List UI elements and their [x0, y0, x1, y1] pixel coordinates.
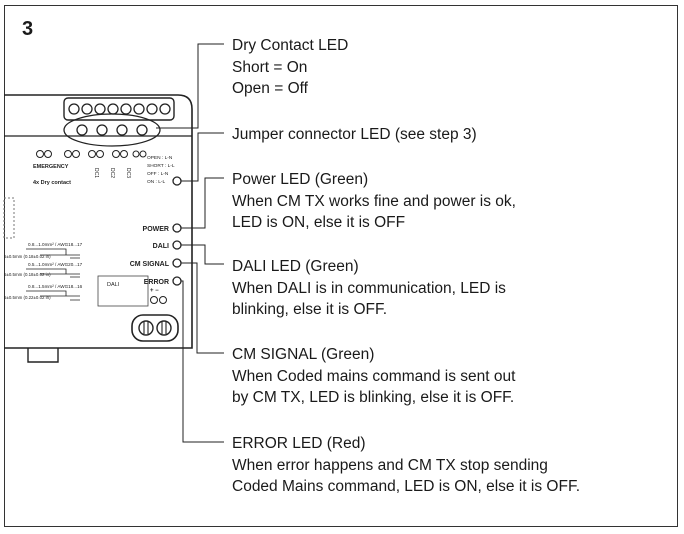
dry-contact-led — [76, 124, 88, 136]
callout-power-title: Power LED (Green) — [232, 171, 369, 188]
leader-dry-contact — [156, 43, 224, 129]
callout-dry-contact: Dry Contact LED Short = On Open = Off — [232, 35, 348, 100]
leader-power — [181, 177, 224, 229]
cm-signal-led — [172, 258, 182, 268]
callout-jumper: Jumper connector LED (see step 3) — [232, 124, 477, 146]
callout-cm-signal-line: by CM TX, LED is blinking, else it is OF… — [232, 389, 515, 406]
jumper-led — [172, 176, 182, 186]
callout-error-title: ERROR LED (Red) — [232, 435, 366, 452]
terminal-block — [63, 97, 175, 121]
callout-power: Power LED (Green) When CM TX works fine … — [232, 169, 516, 234]
callout-cm-signal: CM SIGNAL (Green) When Coded mains comma… — [232, 344, 515, 409]
screw — [138, 320, 154, 336]
error-led-label: ERROR — [144, 279, 169, 286]
leader-error — [181, 280, 224, 443]
mode-short-label: SHORT : L-L — [147, 163, 175, 169]
housing-foot — [27, 348, 59, 363]
dry-contact-led — [96, 124, 108, 136]
callout-error-line: When error happens and CM TX stop sendin… — [232, 456, 548, 474]
terminal-hole — [133, 103, 145, 115]
wire-strip-3: 5±0.5mm (0.22±0.02 in) — [4, 295, 51, 300]
dry-contact-highlight — [63, 113, 161, 147]
callout-error: ERROR LED (Red) When error happens and C… — [232, 433, 580, 498]
jumper-connectors — [36, 150, 147, 158]
error-led — [172, 276, 182, 286]
callout-cm-signal-title: CM SIGNAL (Green) — [232, 346, 375, 363]
dc1-label: DC1 — [93, 168, 99, 178]
emergency-label: EMERGENCY — [33, 164, 69, 170]
power-led-label: POWER — [143, 226, 169, 233]
mode-off-label: OFF : L-N — [147, 171, 169, 177]
dali-led-label: DALI — [153, 243, 169, 250]
dry-contact-led — [116, 124, 128, 136]
cm-signal-led-label: CM SIGNAL — [130, 261, 170, 268]
terminal-hole — [146, 103, 158, 115]
wire-strip-2: 5±0.5mm (0.18±0.02 in) — [4, 272, 51, 277]
callout-dali-line: blinking, else it is OFF. — [232, 301, 388, 318]
power-led — [172, 223, 182, 233]
dry-contact-device-label: 4x Dry contact — [33, 180, 71, 186]
wire-strip-1: 5±0.5mm (0.18±0.02 in) — [4, 254, 51, 259]
callout-dali: DALI LED (Green) When DALI is in communi… — [232, 256, 506, 321]
dry-contact-led — [136, 124, 148, 136]
mode-on-label: ON : L-L — [147, 179, 165, 185]
terminal-hole — [159, 103, 171, 115]
callout-dry-contact-title: Dry Contact LED — [232, 37, 349, 54]
callout-cm-signal-line: When Coded mains command is sent out — [232, 367, 516, 385]
dali-bus-label: DALI — [107, 282, 120, 288]
callout-power-line: When CM TX works fine and power is ok, — [232, 192, 516, 210]
leader-jumper — [181, 132, 224, 182]
callout-jumper-title: Jumper connector LED (see step 3) — [232, 126, 477, 143]
dc2-label: DC2 — [109, 168, 115, 178]
callout-dali-title: DALI LED (Green) — [232, 258, 359, 275]
callout-dry-contact-line: Short = On — [232, 58, 308, 76]
callout-dry-contact-line: Open = Off — [232, 80, 308, 97]
terminal-hole — [81, 103, 93, 115]
dali-led — [172, 240, 182, 250]
callout-error-line: Coded Mains command, LED is ON, else it … — [232, 478, 581, 495]
device-housing — [4, 94, 193, 349]
polarity-label: + − — [150, 288, 159, 294]
dali-terminal — [150, 296, 158, 304]
wire-diagram-2 — [26, 268, 80, 278]
wire-diagram-3 — [26, 290, 80, 301]
callout-power-line: LED is ON, else it is OFF — [232, 214, 406, 231]
wire-gauge-3: 0.8...1.5mm² / AWG18...16 — [28, 284, 83, 289]
step-number: 3 — [22, 18, 34, 40]
terminal-hole — [68, 103, 80, 115]
dc3-label: DC3 — [125, 168, 131, 178]
figure-frame — [4, 5, 678, 527]
dali-bus-box — [97, 275, 149, 307]
leader-cm-signal — [181, 262, 224, 354]
wire-gauge-2: 0.5...1.0mm² / AWG20...17 — [28, 262, 83, 267]
leader-dali — [181, 244, 224, 265]
wire-diagram-1 — [26, 248, 80, 259]
wire-gauge-1: 0.8...1.0mm² / AWG18...17 — [28, 242, 83, 247]
screw — [156, 320, 172, 336]
callout-dali-line: When DALI is in communication, LED is — [232, 279, 506, 297]
dali-terminal — [159, 296, 167, 304]
mode-open-label: OPEN : L-N — [147, 155, 173, 161]
dashed-label-area — [3, 197, 15, 239]
